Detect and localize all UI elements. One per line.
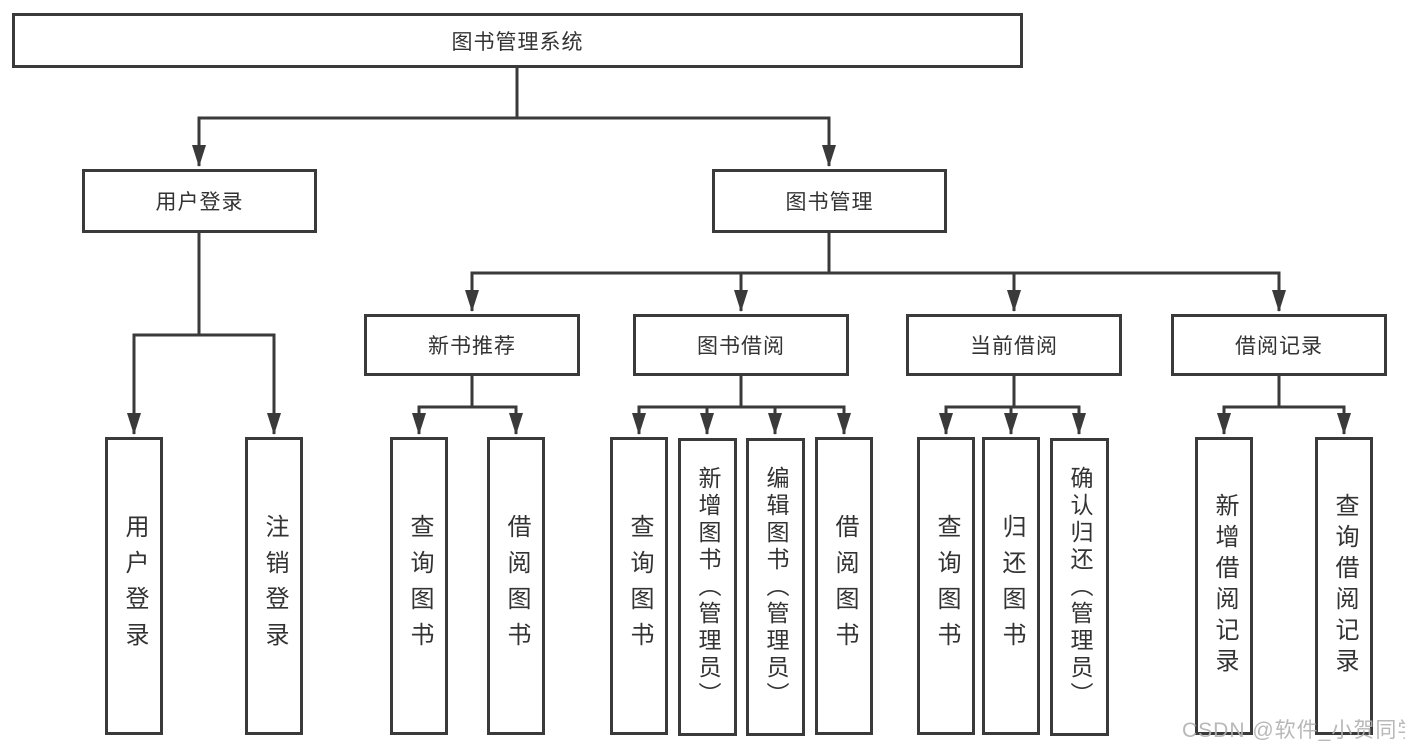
leaf-add-book-admin: 新增图书（管理员）: [678, 438, 737, 736]
node-label: 借阅图书: [831, 514, 858, 658]
node-root-library-system: 图书管理系统: [12, 13, 1023, 68]
node-label: 编辑图书（管理员）: [763, 465, 789, 709]
connector-records-to-leaves: [1217, 375, 1351, 435]
leaf-edit-book-admin: 编辑图书（管理员）: [746, 438, 805, 736]
node-label: 用户登录: [155, 191, 244, 214]
leaf-return-books: 归还图书: [982, 437, 1040, 735]
connector-borrow-to-leaves: [632, 375, 851, 435]
node-label: 图书管理系统: [451, 30, 584, 54]
node-label: 借阅图书: [503, 514, 530, 658]
node-label: 用户登录: [121, 514, 148, 658]
leaf-borrow-books-2: 借阅图书: [815, 437, 873, 735]
node-label: 图书借阅: [697, 335, 785, 358]
leaf-query-books-3: 查询图书: [917, 437, 975, 735]
leaf-confirm-return-admin: 确认归还（管理员）: [1050, 438, 1109, 736]
leaf-borrow-books-1: 借阅图书: [487, 437, 545, 735]
node-label: 注销登录: [261, 514, 288, 658]
node-borrow-records: 借阅记录: [1171, 314, 1387, 376]
node-current-borrow: 当前借阅: [906, 314, 1122, 376]
connector-newbook-to-leaves: [412, 375, 523, 435]
leaf-query-borrow-record: 查询借阅记录: [1315, 437, 1373, 735]
leaf-logout: 注销登录: [245, 437, 303, 735]
node-label: 新书推荐: [428, 335, 516, 358]
node-new-book-recommend: 新书推荐: [364, 314, 580, 376]
node-label: 确认归还（管理员）: [1067, 465, 1093, 709]
node-book-borrow: 图书借阅: [633, 314, 849, 376]
connector-bookmgmt-to-level3: [465, 231, 1286, 312]
node-label: 当前借阅: [970, 335, 1058, 358]
node-label: 查询借阅记录: [1331, 493, 1358, 679]
node-label: 新增借阅记录: [1211, 493, 1238, 679]
node-label: 查询图书: [933, 514, 960, 658]
leaf-add-borrow-record: 新增借阅记录: [1195, 437, 1253, 735]
node-label: 图书管理: [785, 191, 874, 214]
leaf-query-books-2: 查询图书: [610, 437, 668, 735]
node-label: 查询图书: [626, 514, 653, 658]
node-label: 借阅记录: [1235, 335, 1323, 358]
node-user-login: 用户登录: [82, 169, 317, 233]
node-label: 新增图书（管理员）: [695, 465, 721, 709]
node-book-management: 图书管理: [712, 169, 947, 233]
leaf-user-login: 用户登录: [105, 437, 163, 735]
connector-userlogin-to-leaves: [127, 231, 281, 435]
node-label: 归还图书: [998, 514, 1025, 658]
connector-current-to-leaves: [939, 375, 1086, 435]
csdn-watermark: CSDN @软件_小贺同学: [1182, 719, 1405, 742]
connector-root-to-level2: [192, 66, 836, 167]
node-label: 查询图书: [406, 514, 433, 658]
leaf-query-books-1: 查询图书: [390, 437, 448, 735]
